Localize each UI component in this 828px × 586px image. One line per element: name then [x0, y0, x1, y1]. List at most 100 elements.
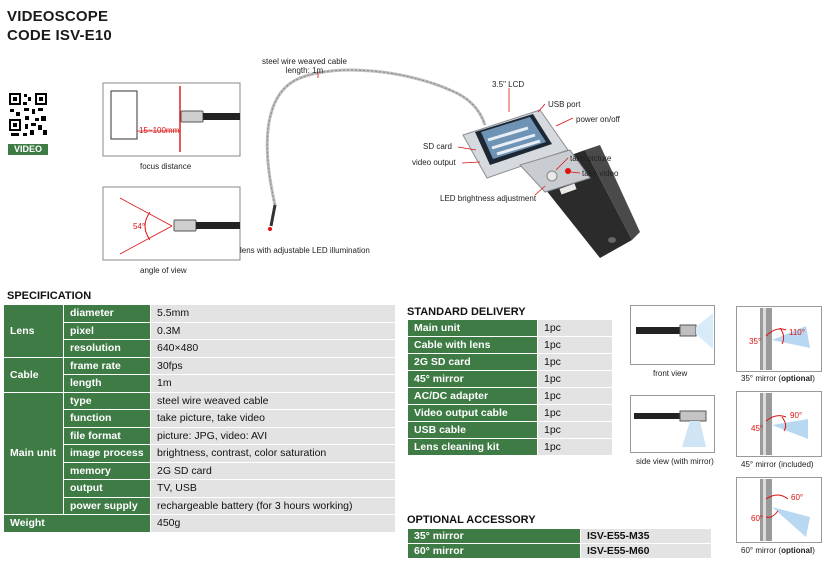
spec-label: length [63, 374, 151, 393]
lens-label: lens with adjustable LED illumination [240, 246, 370, 255]
delivery-item: Video output cable [407, 404, 538, 422]
delivery-qty: 1pc [537, 404, 613, 422]
focus-caption: focus distance [140, 162, 192, 171]
qr-code[interactable]: VIDEO [8, 92, 48, 155]
accessory-item: 60° mirror [407, 543, 581, 559]
mirror-60-image [736, 477, 822, 543]
product-diagram [102, 68, 640, 261]
delivery-qty: 1pc [537, 353, 613, 371]
spec-label: resolution [63, 339, 151, 358]
accessory-code: ISV-E55-M60 [580, 543, 712, 559]
spec-value: rechargeable battery (for 3 hours workin… [150, 496, 396, 515]
spec-label: memory [63, 461, 151, 480]
mirror-60-caption: 60° mirror (optional) [741, 546, 815, 555]
angle-caption: angle of view [140, 266, 187, 275]
mirror-45-image [736, 391, 822, 457]
spec-label: pixel [63, 321, 151, 340]
mirror-45-caption: 45° mirror (included) [741, 460, 814, 469]
table-row: Cable frame rate 30fps [3, 356, 396, 393]
spec-label: type [63, 391, 151, 410]
spec-value: picture: JPG, video: AVI [150, 426, 396, 445]
front-view-caption: front view [653, 369, 688, 378]
spec-label: output [63, 479, 151, 498]
probe-tip [203, 113, 240, 120]
sd-card-label: SD card [423, 142, 452, 151]
table-row: Lens diameter 5.5mm [3, 304, 396, 358]
delivery-qty: 1pc [537, 336, 613, 354]
delivery-item: Main unit [407, 319, 538, 337]
delivery-item: Cable with lens [407, 336, 538, 354]
spec-label: frame rate [63, 356, 151, 375]
table-row: output TV, USB [4, 479, 396, 498]
front-view-image [630, 305, 715, 365]
optional-accessory-table: 35° mirror ISV-E55-M35 60° mirror ISV-E5… [407, 528, 712, 559]
delivery-item: 2G SD card [407, 353, 538, 371]
spec-value: 2G SD card [150, 461, 396, 480]
mirror-35-angle-a: 35° [749, 337, 762, 346]
mirror-60-angle-a: 60° [751, 514, 764, 523]
spec-value: 0.3M [150, 321, 396, 340]
page-title: VIDEOSCOPE [7, 8, 109, 25]
delivery-item: 45° mirror [407, 370, 538, 388]
weight-label: Weight [3, 514, 151, 533]
product-code: CODE ISV-E10 [7, 27, 112, 44]
led-label: LED brightness adjustment [440, 194, 537, 203]
videoscope-device [462, 109, 640, 258]
spec-label: image process [63, 444, 151, 463]
standard-delivery-title: STANDARD DELIVERY [407, 306, 526, 318]
spec-value: take picture, take video [150, 409, 396, 428]
table-row: Main unit type steel wire weaved cable [3, 391, 396, 515]
side-view-image [630, 395, 715, 453]
spec-value: TV, USB [150, 479, 396, 498]
optional-accessory-title: OPTIONAL ACCESSORY [407, 514, 536, 526]
mirror-35-image [736, 306, 822, 372]
mirror-45-angle-a: 45° [751, 424, 764, 433]
spec-label: power supply [63, 496, 151, 515]
delivery-qty: 1pc [537, 319, 613, 337]
delivery-item: Lens cleaning kit [407, 438, 538, 456]
table-row: pixel 0.3M [4, 321, 396, 340]
take-picture-label: take picture [570, 154, 612, 163]
table-row: 60° mirror ISV-E55-M60 [407, 543, 712, 559]
table-row: length 1m [4, 374, 396, 393]
specification-title: SPECIFICATION [7, 290, 92, 302]
mirror-35-caption: 35° mirror (optional) [741, 374, 815, 383]
table-row: Weight 450g [3, 514, 396, 533]
spec-label: function [63, 409, 151, 428]
mirror-35-angle-b: 110° [789, 328, 805, 337]
spec-label: file format [63, 426, 151, 445]
delivery-qty: 1pc [537, 387, 613, 405]
spec-value: 1m [150, 374, 396, 393]
mirror-45-angle-b: 90° [790, 411, 803, 420]
mirror-60-angle-b: 60° [791, 493, 804, 502]
spec-value: steel wire weaved cable [150, 391, 396, 410]
video-output-label: video output [412, 158, 456, 167]
spec-label: diameter [63, 304, 151, 323]
video-badge: VIDEO [8, 144, 48, 155]
lcd-label: 3.5" LCD [492, 80, 525, 89]
spec-value: 30fps [150, 356, 396, 375]
specification-table: Lens diameter 5.5mm pixel 0.3M resolutio… [3, 304, 396, 533]
cable-label: steel wire weaved cable length: 1m [262, 57, 347, 75]
spec-value: 5.5mm [150, 304, 396, 323]
group-main-unit: Main unit [3, 391, 64, 515]
table-row: 35° mirror ISV-E55-M35 [407, 528, 712, 544]
delivery-item: AC/DC adapter [407, 387, 538, 405]
angle-value: 54° [133, 222, 146, 231]
table-row: memory 2G SD card [4, 461, 396, 480]
take-video-label: take video [582, 169, 619, 178]
focus-range: 15~100mm [139, 126, 180, 135]
accessory-item: 35° mirror [407, 528, 581, 544]
usb-port-label: USB port [548, 100, 581, 109]
qr-icon [8, 92, 48, 138]
table-row: file format picture: JPG, video: AVI [4, 426, 396, 445]
